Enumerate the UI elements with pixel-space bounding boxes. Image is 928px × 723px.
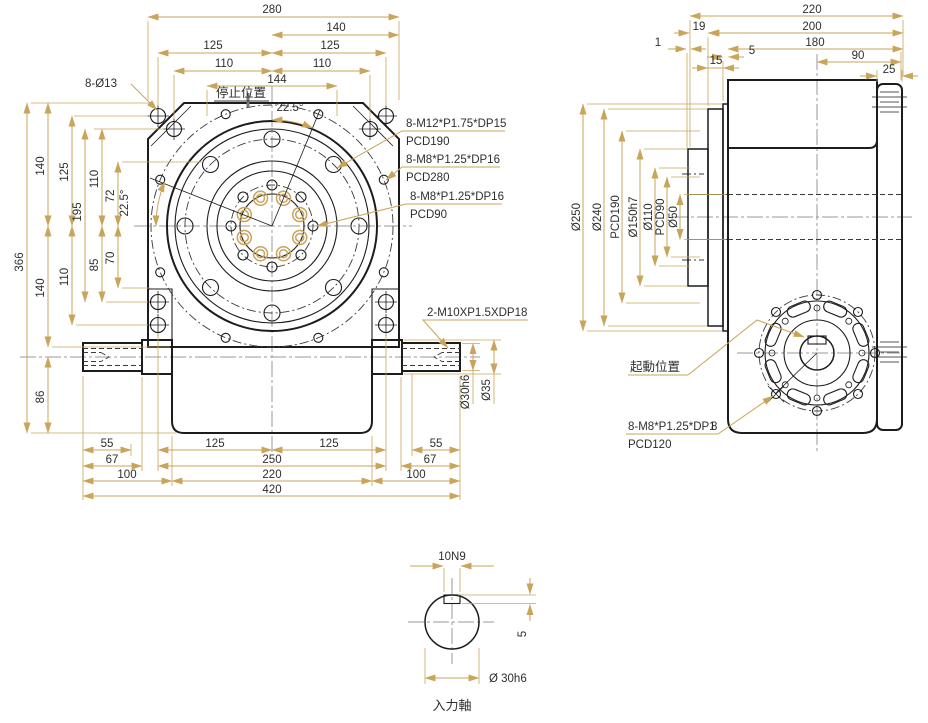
disc-edge-tapped-holes <box>872 91 907 363</box>
corner-mount-holes <box>147 105 397 336</box>
dim-1: 1 <box>655 37 661 49</box>
input-shaft-section <box>424 594 480 650</box>
dim-pcd-90: PCD90 <box>655 198 667 235</box>
dim-67-r: 67 <box>424 454 437 466</box>
note-m8a-pcd: PCD280 <box>406 172 449 184</box>
dim-15: 15 <box>710 55 723 67</box>
dowel-bushing-holes <box>236 190 308 262</box>
dim-125-left: 125 <box>59 162 71 181</box>
dim-250: 250 <box>262 454 281 466</box>
dim-110-top-l: 110 <box>215 58 233 70</box>
dim-70: 70 <box>105 252 117 265</box>
dim-dia-110: Ø110 <box>643 203 655 230</box>
dim-55-l: 55 <box>101 438 114 450</box>
dim-144: 144 <box>267 74 287 86</box>
dim-100-l: 100 <box>117 469 136 481</box>
dim-5-side: 5 <box>749 45 755 57</box>
dim-280: 280 <box>262 4 281 16</box>
dim-72: 72 <box>105 190 117 203</box>
note-m8-pcd120-8: 8 <box>711 421 717 433</box>
note-m8b: 8-M8*P1.25*DP16 <box>410 191 504 203</box>
dim-110-left-u: 110 <box>89 170 101 188</box>
dim-19: 19 <box>693 21 706 33</box>
section-title: 入力軸 <box>432 698 471 713</box>
leaders <box>130 83 805 435</box>
dim-200: 200 <box>802 21 821 33</box>
dim-boss-dia: Ø35 <box>481 379 493 401</box>
dim-dia-250: Ø250 <box>571 203 583 231</box>
dim-shaft-dia: Ø30h6 <box>460 375 472 410</box>
note-m8b-pcd: PCD90 <box>410 209 447 221</box>
dim-140-left-l: 140 <box>35 278 47 297</box>
dim-keyway-10n9: 10N9 <box>438 551 466 563</box>
side-view <box>682 79 907 434</box>
dim-140-left-u: 140 <box>35 156 47 175</box>
dim-125-top-l: 125 <box>203 40 222 52</box>
dim-110-left-l: 110 <box>59 268 71 286</box>
dim-220-front: 220 <box>262 469 281 481</box>
start-position-label: 起動位置 <box>630 359 680 374</box>
dim-125-bot-r: 125 <box>319 438 338 450</box>
dim-125-bot-l: 125 <box>205 438 224 450</box>
dim-180: 180 <box>805 37 824 49</box>
stop-position-label: 停止位置 <box>216 85 266 100</box>
angle-22-5-top: 22.5° <box>277 102 304 114</box>
dim-125-top-r: 125 <box>320 40 339 52</box>
dim-25: 25 <box>883 64 896 76</box>
dim-dia-150h7: Ø150h7 <box>628 197 640 238</box>
dim-110-top-r: 110 <box>313 58 331 70</box>
dimension-lines <box>23 12 918 682</box>
dim-85: 85 <box>89 259 101 272</box>
dim-90: 90 <box>852 50 865 62</box>
dim-dia-50: Ø50 <box>668 206 680 228</box>
note-m8a: 8-M8*P1.25*DP16 <box>406 154 500 166</box>
dim-67-l: 67 <box>106 454 119 466</box>
note-pcd120: PCD120 <box>628 439 671 451</box>
note-m12: 8-M12*P1.75*DP15 <box>406 118 506 130</box>
centerlines <box>20 54 912 664</box>
note-m12-pcd: PCD190 <box>406 136 449 148</box>
dim-86: 86 <box>35 391 47 404</box>
note-tap: 2-M10XP1.5XDP18 <box>427 307 527 319</box>
dim-section-dia: Ø 30h6 <box>489 673 527 685</box>
dim-140-top: 140 <box>326 22 345 34</box>
dim-366: 366 <box>14 252 26 271</box>
dim-420: 420 <box>262 484 281 496</box>
note-m8-pcd120: 8-M8*P1.25*DP1 <box>628 421 716 433</box>
dim-220-side: 220 <box>802 4 821 16</box>
dim-100-r: 100 <box>406 469 425 481</box>
pcd190-holes <box>176 130 368 322</box>
note-8-d13: 8-Ø13 <box>85 78 117 90</box>
dim-pcd-190: PCD190 <box>610 195 622 238</box>
dim-55-r: 55 <box>430 438 443 450</box>
dim-195: 195 <box>72 202 84 221</box>
annotations: 280 140 125 125 110 144 110 停止位置 22.5° 3… <box>14 4 895 713</box>
dim-dia-240: Ø240 <box>592 203 604 231</box>
dim-keyway-depth: 5 <box>517 631 529 637</box>
angle-22-5-left: 22.5° <box>119 190 131 217</box>
